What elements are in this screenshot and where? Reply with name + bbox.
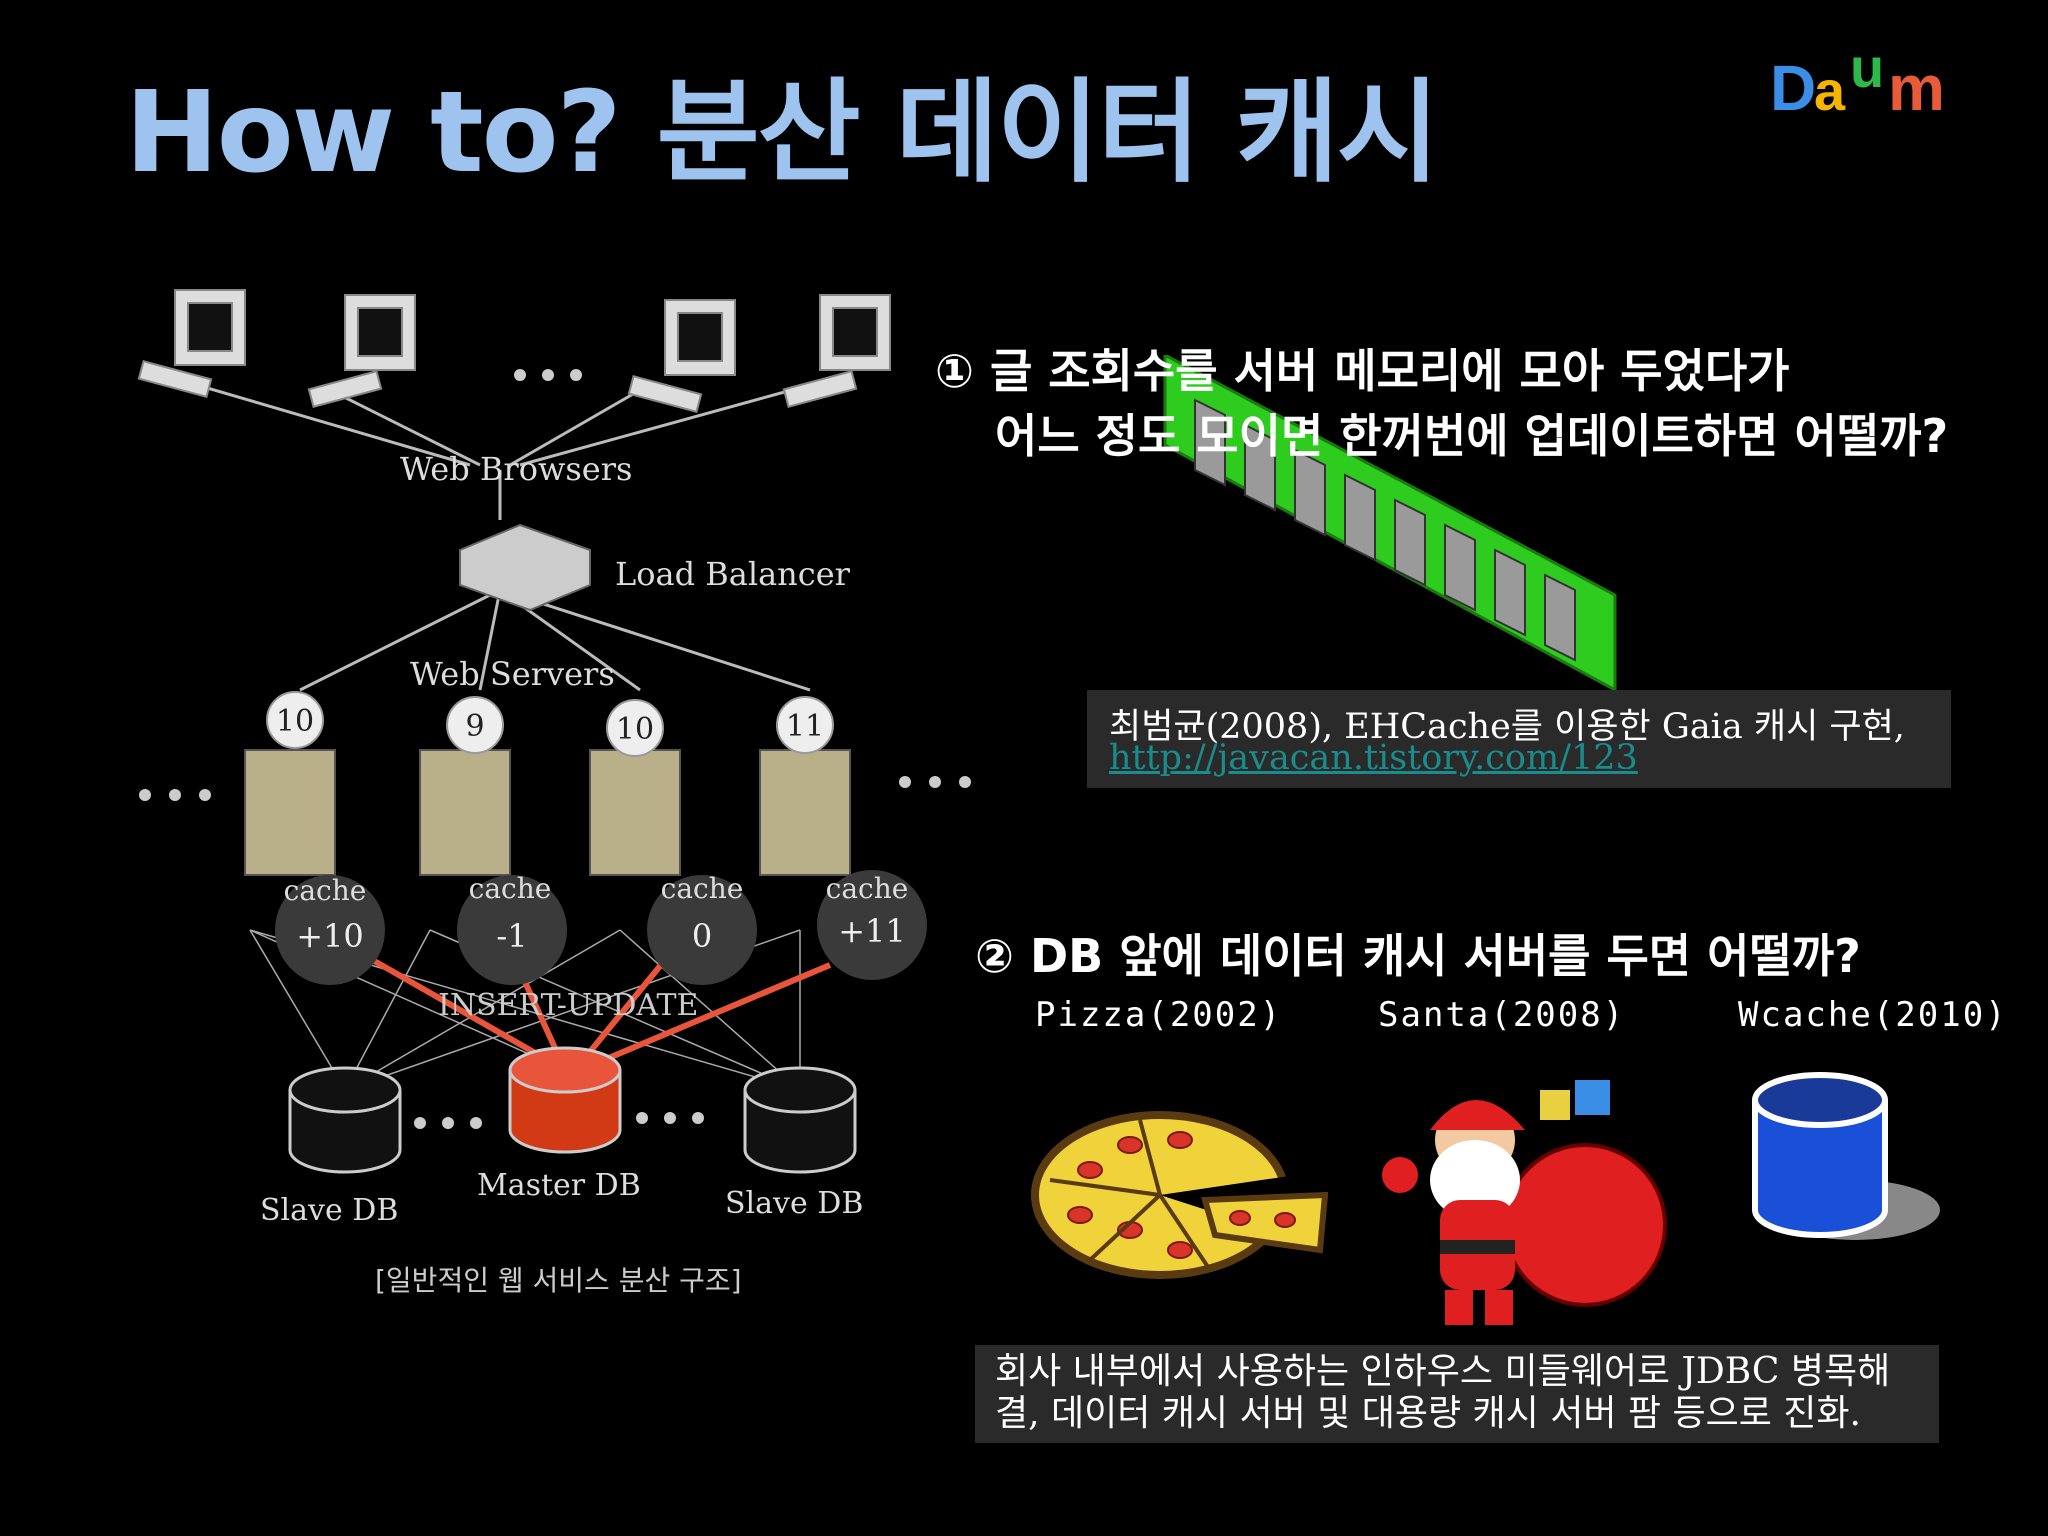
note-text: 회사 내부에서 사용하는 인하우스 미들웨어로 JDBC 병목해결, 데이터 캐…	[995, 1351, 1891, 1434]
note-box: 회사 내부에서 사용하는 인하우스 미들웨어로 JDBC 병목해결, 데이터 캐…	[975, 1345, 1939, 1443]
wcache-label: Wcache(2010)	[1738, 995, 2008, 1035]
web-browsers-label: Web Browsers	[400, 450, 632, 488]
svg-text:m: m	[1888, 52, 1945, 124]
server-count: 10	[616, 712, 654, 747]
database-cylinder-icon	[1745, 1070, 1945, 1250]
cache-label: cache	[469, 872, 552, 905]
cache-value: -1	[496, 917, 527, 955]
cache-label: cache	[826, 872, 909, 905]
server-count: 10	[276, 704, 314, 739]
cache-value: +11	[838, 912, 906, 950]
point2-heading: ② DB 앞에 데이터 캐시 서버를 두면 어떨까?	[975, 929, 1861, 983]
slave-db-label: Slave DB	[260, 1193, 398, 1228]
insert-update-label: INSERT-UPDATE	[438, 988, 698, 1023]
master-db-label: Master DB	[477, 1168, 641, 1203]
slide-title: How to? 분산 데이터 캐시	[125, 68, 1440, 198]
cache-label: cache	[661, 872, 744, 905]
santa-icon	[1375, 1060, 1675, 1330]
citation-box: 최범균(2008), EHCache를 이용한 Gaia 캐시 구현, http…	[1087, 690, 1951, 788]
ram-module-icon	[1155, 352, 1625, 695]
slave-db-label: Slave DB	[725, 1186, 863, 1221]
svg-text:a: a	[1814, 59, 1846, 122]
cache-value: +10	[296, 917, 364, 955]
santa-label: Santa(2008)	[1378, 995, 1626, 1035]
server-count: 11	[786, 709, 824, 744]
server-count: 9	[465, 709, 484, 744]
cache-label: cache	[284, 874, 367, 907]
point1-line1: ① 글 조회수를 서버 메모리에 모아 두었다가	[935, 344, 1790, 398]
pizza-label: Pizza(2002)	[1035, 995, 1283, 1035]
svg-text:u: u	[1850, 45, 1884, 99]
daum-logo: D a u m	[1770, 36, 1970, 125]
distributed-architecture-diagram: Web Browsers Load Balancer Web Servers 1…	[120, 270, 1020, 1320]
web-servers-label: Web Servers	[410, 655, 615, 693]
load-balancer-label: Load Balancer	[615, 555, 851, 593]
point1-line2: 어느 정도 모이면 한꺼번에 업데이트하면 어떨까?	[995, 409, 1949, 463]
diagram-caption: [일반적인 웹 서비스 분산 구조]	[375, 1264, 742, 1297]
cache-value: 0	[692, 917, 712, 955]
pizza-icon	[1030, 1100, 1330, 1280]
citation-link[interactable]: http://javacan.tistory.com/123	[1109, 738, 1638, 778]
svg-text:D: D	[1770, 52, 1816, 124]
citation-text: 최범균(2008), EHCache를 이용한 Gaia 캐시 구현,	[1109, 707, 1905, 747]
